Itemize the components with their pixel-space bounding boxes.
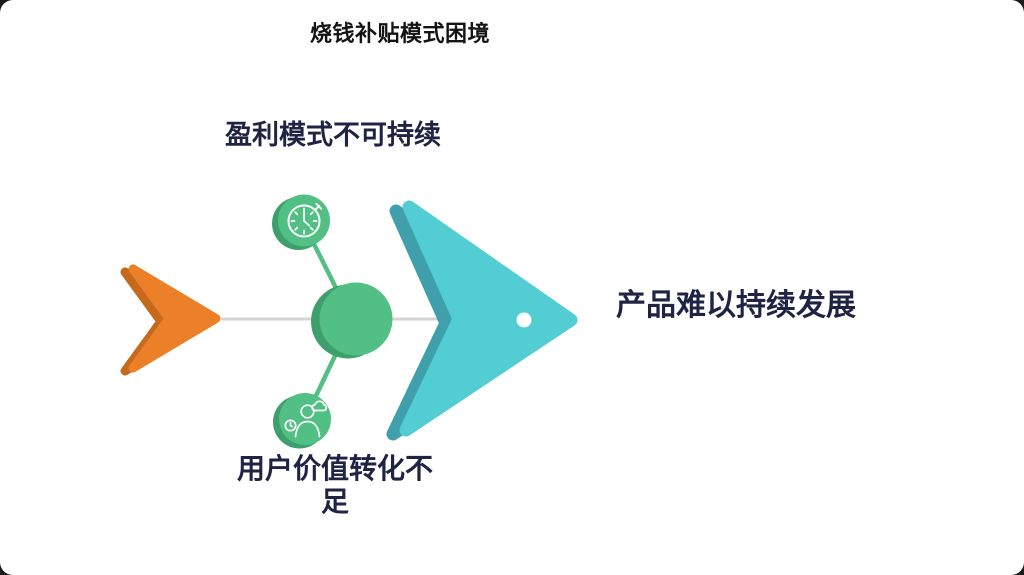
main-node-body	[319, 282, 393, 356]
effect-label: 产品难以持续发展	[616, 289, 856, 322]
user-group-icon	[284, 400, 328, 438]
fish-tail-body	[128, 264, 221, 373]
fish-eye	[516, 312, 532, 328]
page-title: 烧钱补贴模式困境	[310, 21, 491, 46]
bottom-node-body	[279, 393, 331, 445]
fish-head	[386, 200, 578, 441]
cause-label-top: 盈利模式不可持续	[225, 120, 441, 150]
bottom-cause-node	[273, 393, 331, 449]
top-cause-node	[272, 194, 330, 250]
stopwatch-icon	[287, 202, 323, 238]
fish-tail-arrow	[120, 264, 221, 376]
main-cause-node	[311, 282, 393, 359]
fish-head-body	[399, 200, 578, 437]
cause-label-bottom: 用户价值转化不足	[236, 453, 433, 518]
